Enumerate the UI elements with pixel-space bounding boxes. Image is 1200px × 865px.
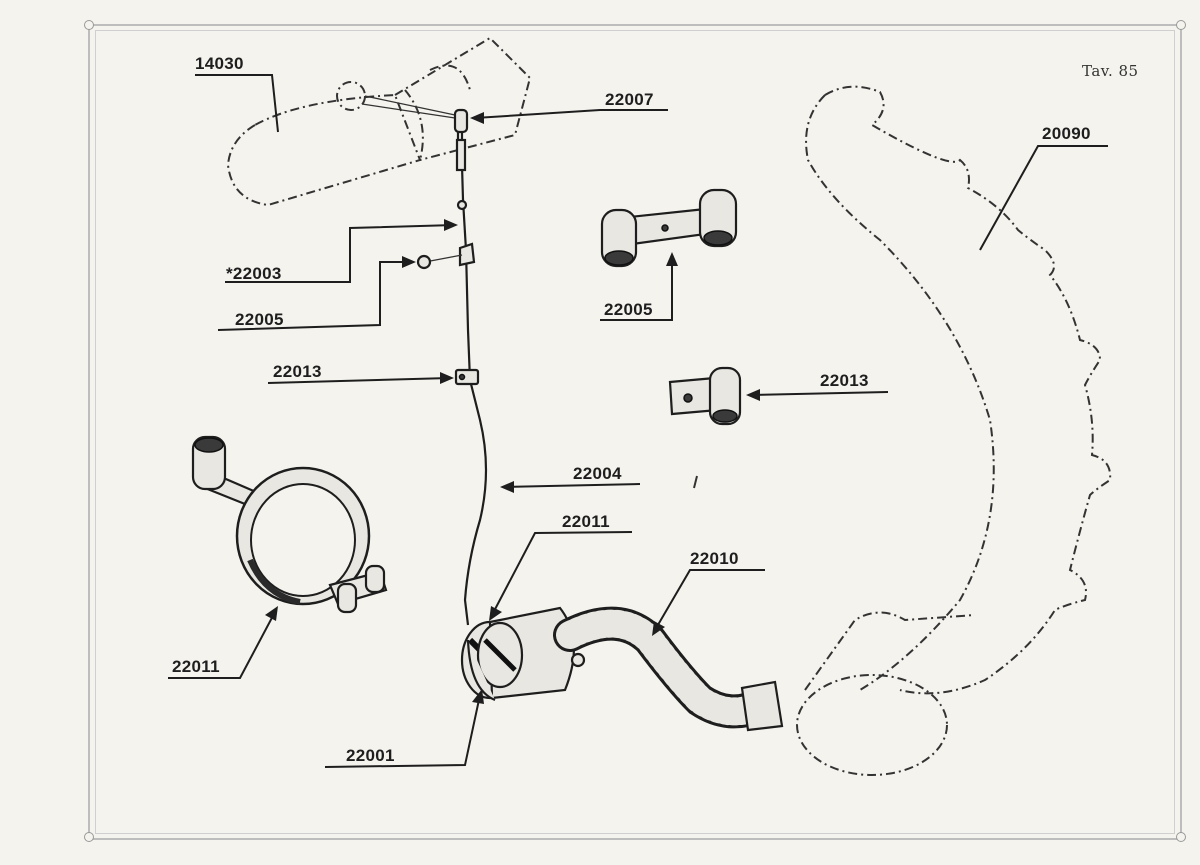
plate-number: Tav. 85 <box>1082 62 1139 80</box>
label-20090: 20090 <box>1042 124 1091 143</box>
outer-frame <box>88 24 1182 840</box>
label-22004: 22004 <box>573 464 622 483</box>
frame-corner-bottom-left <box>84 832 94 842</box>
band-clamp-22011 <box>191 435 388 614</box>
label-22011-left: 22011 <box>172 657 220 676</box>
label-22005-right: 22005 <box>604 300 653 319</box>
leader-lines <box>168 74 1108 768</box>
inner-frame <box>95 30 1175 834</box>
cable-22004 <box>453 108 488 626</box>
cable-clamp-22013 <box>454 368 480 386</box>
label-22013-right: 22013 <box>820 371 869 390</box>
label-14030: 14030 <box>195 54 244 73</box>
frame-corner-top-left <box>84 20 94 30</box>
label-22010: 22010 <box>690 549 739 568</box>
tank-outline-14030 <box>226 36 532 207</box>
frame-corner-top-right <box>1176 20 1186 30</box>
label-22007: 22007 <box>605 90 654 109</box>
label-22013-left: 22013 <box>273 362 322 381</box>
label-22005-left: 22005 <box>235 310 284 329</box>
intake-22001 <box>460 606 586 702</box>
double-clip-22005 <box>600 188 738 268</box>
frame-corner-bottom-right <box>1176 832 1186 842</box>
label-22001: 22001 <box>346 746 395 765</box>
scan-mark <box>693 475 698 489</box>
frame-outline-20090 <box>796 85 1112 776</box>
flexible-hose-22010 <box>553 606 784 732</box>
label-22003: *22003 <box>226 264 282 283</box>
clamp-22013 <box>668 366 742 426</box>
cable-clip-22003 <box>416 242 476 270</box>
label-22011-top: 22011 <box>562 512 610 531</box>
